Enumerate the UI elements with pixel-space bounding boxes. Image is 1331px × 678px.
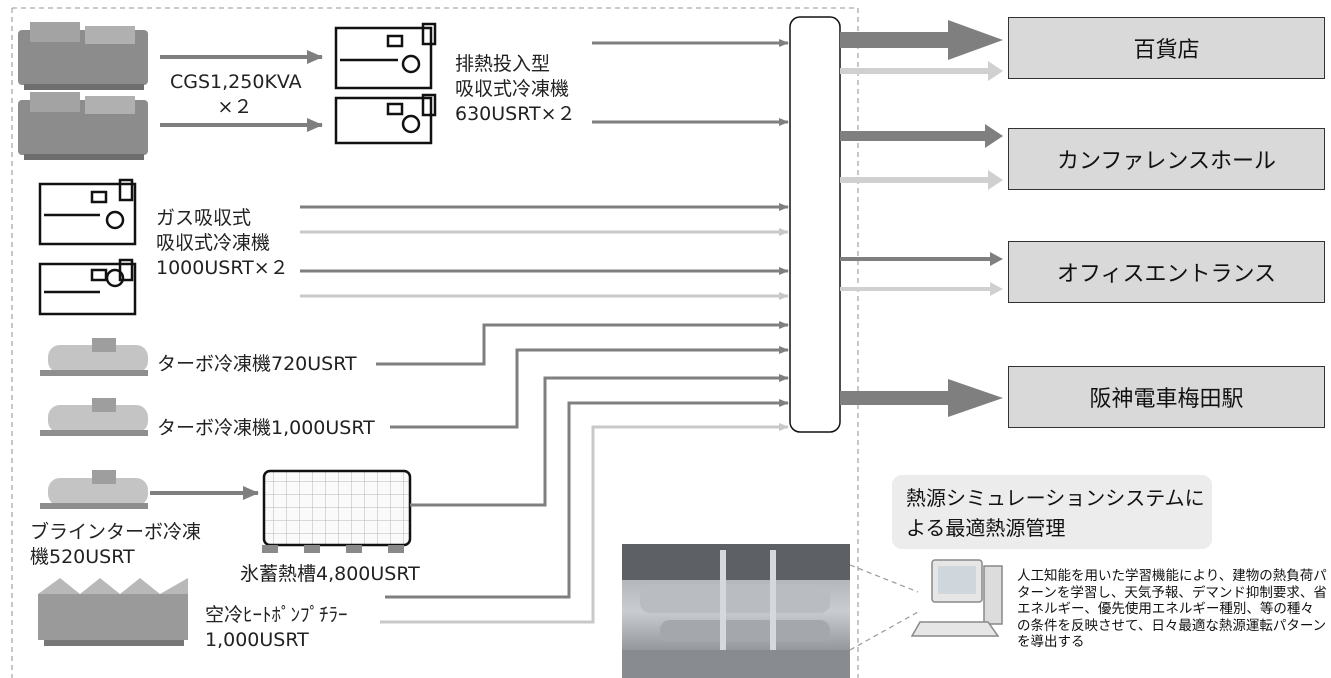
label-line: 吸収式冷凍機 [455, 77, 576, 102]
destination-hanshin-umeda-station: 阪神電車梅田駅 [1008, 366, 1325, 428]
cgs-engine-icon [18, 22, 148, 90]
plant-room-photo [622, 544, 850, 678]
gas-absorption-chiller-icon [40, 180, 135, 244]
destination-office-entrance: オフィスエントランス [1008, 241, 1325, 303]
label-line: 排熱投入型 [455, 52, 576, 77]
gas-absorption-chiller-label: ガス吸収式 吸収式冷凍機 1000USRT×２ [156, 206, 289, 281]
turbo-chiller-icon [40, 338, 148, 376]
heat-absorption-chiller-label: 排熱投入型 吸収式冷凍機 630USRT×２ [455, 52, 576, 127]
air-cooled-heatpump-label: 空冷ﾋｰﾄﾎﾟﾝﾌﾟﾁﾗｰ 1,000USRT [205, 603, 348, 653]
cgs-label: CGS1,250KVA ×２ [170, 70, 300, 120]
cgs-capacity: CGS1,250KVA [170, 70, 300, 95]
turbo-720-label: ターボ冷凍機720USRT [157, 352, 357, 377]
label-line: ブラインターボ冷凍 [30, 520, 201, 545]
label-line: 630USRT×２ [455, 102, 576, 127]
computer-icon [912, 560, 1002, 636]
destination-department-store: 百貨店 [1008, 17, 1325, 79]
output-arrow [840, 20, 1003, 417]
absorption-chiller-icon [336, 24, 435, 88]
label-line: ガス吸収式 [156, 206, 289, 231]
air-cooled-heatpump-icon [38, 578, 188, 646]
label-line: 1,000USRT [205, 628, 348, 653]
title-line: よる最適熱源管理 [906, 513, 1205, 543]
brine-turbo-label: ブラインターボ冷凍 機520USRT [30, 520, 201, 570]
ice-storage-label: 氷蓄熱槽4,800USRT [240, 562, 420, 587]
cgs-count: ×２ [170, 95, 300, 120]
turbo-1000-label: ターボ冷凍機1,000USRT [157, 416, 375, 441]
absorption-chiller-icon [336, 95, 435, 143]
title-line: 熱源シミュレーションシステムに [906, 483, 1205, 513]
turbo-chiller-icon [40, 398, 148, 436]
gas-absorption-chiller-icon [40, 260, 135, 314]
simulation-title: 熱源シミュレーションシステムに よる最適熱源管理 [906, 483, 1205, 543]
brine-turbo-chiller-icon [40, 470, 148, 509]
label-line: 1000USRT×２ [156, 256, 289, 281]
photo-link-line [850, 565, 918, 650]
distribution-header [790, 17, 840, 432]
label-line: 機520USRT [30, 545, 201, 570]
label-line: 空冷ﾋｰﾄﾎﾟﾝﾌﾟﾁﾗｰ [205, 603, 348, 628]
ice-storage-tank-icon [262, 471, 410, 553]
destination-conference-hall: カンファレンスホール [1008, 128, 1325, 190]
simulation-description: 人工知能を用いた学習機能により、建物の熱負荷パターンを学習し、天気予報、デマンド… [1017, 568, 1327, 651]
cgs-engine-icon [18, 92, 148, 160]
label-line: 吸収式冷凍機 [156, 231, 289, 256]
